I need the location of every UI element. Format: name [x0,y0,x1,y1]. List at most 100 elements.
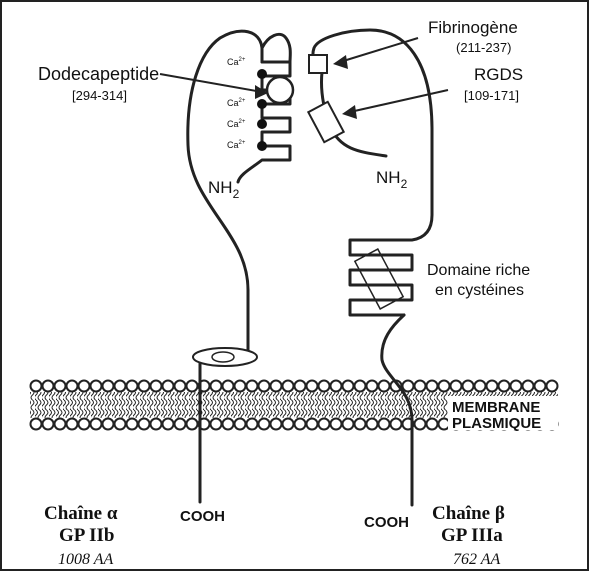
lipid-head [163,381,174,392]
lipid-head [343,419,354,430]
lipid-head [331,381,342,392]
lipid-head [67,381,78,392]
lipid-head [283,419,294,430]
lipid-head [247,381,258,392]
cooh-left-label: COOH [180,508,225,525]
lipid-head [103,419,114,430]
lipid-head [115,381,126,392]
dodecapeptide-range: [294-314] [72,88,127,103]
alpha-chain-length: 1008 AA [58,551,113,568]
lipid-head [355,419,366,430]
rgds-label: RGDS [474,65,523,84]
lipid-head [439,419,450,430]
lipid-head [295,381,306,392]
lipid-head [127,419,138,430]
lipid-head [223,419,234,430]
lipid-head [187,419,198,430]
lipid-head [91,419,102,430]
lipid-head [463,381,474,392]
calcium-site-2 [257,99,267,109]
calcium-site-1 [257,69,267,79]
beta-chain-title: Chaîne β [432,503,505,524]
lipid-head [499,381,510,392]
dodecapeptide-site [267,77,293,103]
lipid-head [151,419,162,430]
lipid-head [91,381,102,392]
lipid-head [391,419,402,430]
lipid-head [127,381,138,392]
lipid-head [211,381,222,392]
lipid-head [43,381,54,392]
lipid-head [139,419,150,430]
lipid-head [163,419,174,430]
cooh-right-label: COOH [364,514,409,531]
lipid-head [439,381,450,392]
lipid-head [187,381,198,392]
alpha-chain-title: Chaîne α [44,503,118,524]
lipid-head [295,419,306,430]
rgds-range: [109-171] [464,88,519,103]
lipid-head [55,419,66,430]
lipid-head [427,381,438,392]
lipid-head [355,381,366,392]
lipid-head [523,381,534,392]
lipid-head [175,381,186,392]
lipid-head [211,419,222,430]
membrane-label-line2: PLASMIQUE [452,415,541,432]
lipid-head [475,381,486,392]
lipid-head [307,419,318,430]
lipid-head [487,381,498,392]
lipid-head [367,381,378,392]
fibrinogene-range: (211-237) [456,40,511,55]
beta-chain-length: 762 AA [453,551,500,568]
membrane-label-line1: MEMBRANE [452,399,540,416]
lipid-head [139,381,150,392]
lipid-head [367,419,378,430]
lipid-head [103,381,114,392]
lipid-head [235,381,246,392]
lipid-head [259,419,270,430]
lipid-head [319,381,330,392]
lipid-head [547,381,558,392]
lipid-head [331,419,342,430]
calcium-site-3 [257,119,267,129]
calcium-site-4 [257,141,267,151]
lipid-head [67,419,78,430]
lipid-head [427,419,438,430]
domaine-label-line2: en cystéines [435,282,524,299]
lipid-head [415,381,426,392]
lipid-head [535,381,546,392]
lipid-head [415,419,426,430]
lipid-head [55,381,66,392]
lipid-head [379,381,390,392]
lipid-head [271,381,282,392]
lipid-head [319,419,330,430]
lipid-head [403,381,414,392]
lipid-head [175,419,186,430]
lipid-head [283,381,294,392]
lipid-head [79,381,90,392]
lipid-head [343,381,354,392]
lipid-head [79,419,90,430]
domaine-label-line1: Domaine riche [427,262,530,279]
lipid-head [43,419,54,430]
lipid-head [379,419,390,430]
beta-chain-name: GP IIIa [441,525,503,546]
lipid-head [451,381,462,392]
lipid-head [259,381,270,392]
lipid-head [271,419,282,430]
lipid-head [115,419,126,430]
fibrinogene-site [309,55,327,73]
lipid-head [235,419,246,430]
lipid-head [31,381,42,392]
lipid-head [31,419,42,430]
lipid-head [307,381,318,392]
lipid-head [247,419,258,430]
dodecapeptide-label: Dodecapeptide [38,64,159,84]
lipid-head [223,381,234,392]
lipid-head [511,381,522,392]
lipid-head [151,381,162,392]
alpha-chain-name: GP IIb [59,525,114,546]
